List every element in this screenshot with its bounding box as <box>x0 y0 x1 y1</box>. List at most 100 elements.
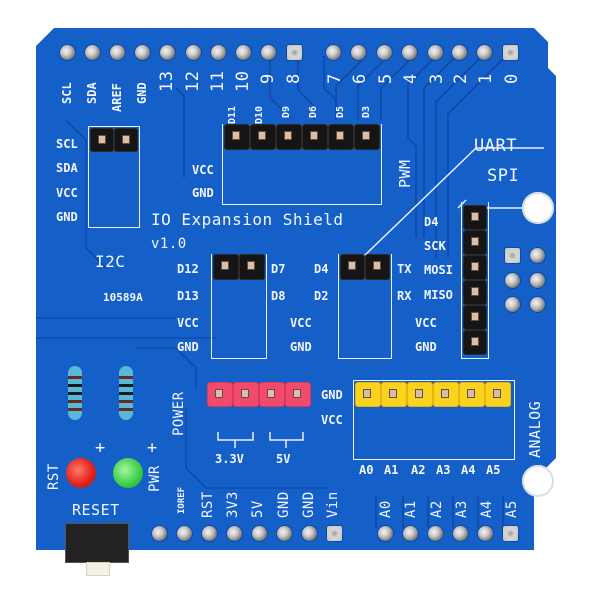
i2c-pin-gnd-b[interactable] <box>114 128 138 152</box>
spi-pin-miso[interactable] <box>463 280 487 305</box>
power-pin-3v3-1[interactable] <box>207 382 233 407</box>
pin-pad-1[interactable] <box>477 45 492 60</box>
top-label-scl: SCL <box>60 82 74 104</box>
spi-pin-d4[interactable] <box>463 205 487 230</box>
pin-pad-gnd-1[interactable] <box>252 526 267 541</box>
i2c-label-gnd: GND <box>56 210 78 224</box>
pin-pad-rst[interactable] <box>177 526 192 541</box>
icsp-pad-4[interactable] <box>530 273 545 288</box>
pin-pad-11[interactable] <box>211 45 226 60</box>
analog-col-label-a3: A3 <box>436 463 451 477</box>
pin-pad-gnd[interactable] <box>135 45 150 60</box>
pin-pad-scl[interactable] <box>60 45 75 60</box>
analog-pin-a0-signal[interactable] <box>355 382 381 407</box>
uart-label-d4: D4 <box>314 262 329 276</box>
pin-pad-a5[interactable] <box>503 526 518 541</box>
pin-pad-5v[interactable] <box>227 526 242 541</box>
pin-pad-3v3[interactable] <box>202 526 217 541</box>
top-label-9: 9 <box>258 73 278 84</box>
uart-pin-gnd-b[interactable] <box>365 254 390 280</box>
pwm-col-label-d10: D10 <box>254 105 265 124</box>
top-label-5: 5 <box>376 73 396 84</box>
pcb-traces <box>36 55 544 528</box>
pin-pad-a3[interactable] <box>453 526 468 541</box>
uart-label-d2: D2 <box>314 289 329 303</box>
top-label-10: 10 <box>233 70 253 92</box>
pwm-pin-d5-gnd[interactable] <box>328 124 354 150</box>
bottom-label-gnd-2: GND <box>301 491 317 518</box>
pin-pad-5[interactable] <box>377 45 392 60</box>
uart-label-tx: TX <box>397 262 412 276</box>
power-pin-3v3-2[interactable] <box>233 382 259 407</box>
top-label-3: 3 <box>427 73 447 84</box>
pin-pad-0[interactable] <box>503 45 518 60</box>
power-pin-5v-2[interactable] <box>285 382 311 407</box>
reset-label: RESET <box>72 501 120 519</box>
pwm-pin-d3-gnd[interactable] <box>354 124 380 150</box>
pin-pad-7[interactable] <box>326 45 341 60</box>
uart-pin-gnd-a[interactable] <box>340 254 365 280</box>
pwm-col-label-d11: D11 <box>227 105 238 124</box>
led-pwr-label: PWR <box>147 465 163 492</box>
bottom-label-ioref: IOREF <box>177 486 187 514</box>
pin-pad-vin[interactable] <box>327 526 342 541</box>
pin-pad-3[interactable] <box>428 45 443 60</box>
icsp-pad-2[interactable] <box>530 248 545 263</box>
power-group-5v: 5V <box>276 452 291 466</box>
analog-pin-a5-signal[interactable] <box>485 382 511 407</box>
spi-pin-sck[interactable] <box>463 230 487 255</box>
pin-pad-gnd-2[interactable] <box>277 526 292 541</box>
digital-pin-gnd-b[interactable] <box>239 254 265 280</box>
analog-pin-a1-signal[interactable] <box>381 382 407 407</box>
resistor-pwr <box>119 366 133 420</box>
icsp-pad-3[interactable] <box>505 273 520 288</box>
pin-pad-10[interactable] <box>236 45 251 60</box>
i2c-pin-gnd-a[interactable] <box>90 128 114 152</box>
pin-pad-13[interactable] <box>160 45 175 60</box>
pin-pad-2[interactable] <box>452 45 467 60</box>
pin-pad-8[interactable] <box>287 45 302 60</box>
pin-pad-sda[interactable] <box>85 45 100 60</box>
analog-pin-a4-signal[interactable] <box>459 382 485 407</box>
pin-pad-a1[interactable] <box>403 526 418 541</box>
top-label-7: 7 <box>325 73 345 84</box>
pin-pad-a0[interactable] <box>378 526 393 541</box>
top-label-0: 0 <box>502 73 522 84</box>
digital-pin-gnd-a[interactable] <box>213 254 239 280</box>
pwm-pin-d11-gnd[interactable] <box>224 124 250 150</box>
pin-pad-12[interactable] <box>186 45 201 60</box>
pwm-pin-d10-gnd[interactable] <box>250 124 276 150</box>
pin-pad-a4[interactable] <box>478 526 493 541</box>
digital-label-d13: D13 <box>177 289 199 303</box>
spi-label-vcc: VCC <box>415 316 437 330</box>
digital-label-d7: D7 <box>271 262 286 276</box>
reset-button[interactable] <box>65 523 129 576</box>
pin-pad-9[interactable] <box>261 45 276 60</box>
spi-pin-mosi[interactable] <box>463 255 487 280</box>
top-label-aref: AREF <box>110 83 124 112</box>
i2c-outline <box>88 126 140 228</box>
pin-pad-gnd-3[interactable] <box>302 526 317 541</box>
spi-label-d4: D4 <box>424 215 439 229</box>
spi-pin-gnd[interactable] <box>463 330 487 355</box>
bottom-label-a2: A2 <box>429 500 445 518</box>
pwm-pin-d6-gnd[interactable] <box>302 124 328 150</box>
bottom-label-a3: A3 <box>454 500 470 518</box>
led-pwr-plus: + <box>147 438 158 458</box>
analog-pin-a3-signal[interactable] <box>433 382 459 407</box>
pin-pad-4[interactable] <box>402 45 417 60</box>
analog-pin-a2-signal[interactable] <box>407 382 433 407</box>
reset-button-actuator[interactable] <box>86 562 110 576</box>
icsp-pad-5[interactable] <box>505 297 520 312</box>
icsp-pad-6[interactable] <box>530 297 545 312</box>
pin-pad-aref[interactable] <box>110 45 125 60</box>
uart-outline <box>338 254 392 359</box>
pin-pad-ioref[interactable] <box>152 526 167 541</box>
power-pin-5v-1[interactable] <box>259 382 285 407</box>
spi-pin-vcc[interactable] <box>463 305 487 330</box>
pin-pad-a2[interactable] <box>428 526 443 541</box>
uart-section-label: UART <box>474 136 517 156</box>
pwm-pin-d9-gnd[interactable] <box>276 124 302 150</box>
pin-pad-6[interactable] <box>351 45 366 60</box>
icsp-pad-1[interactable] <box>505 248 520 263</box>
